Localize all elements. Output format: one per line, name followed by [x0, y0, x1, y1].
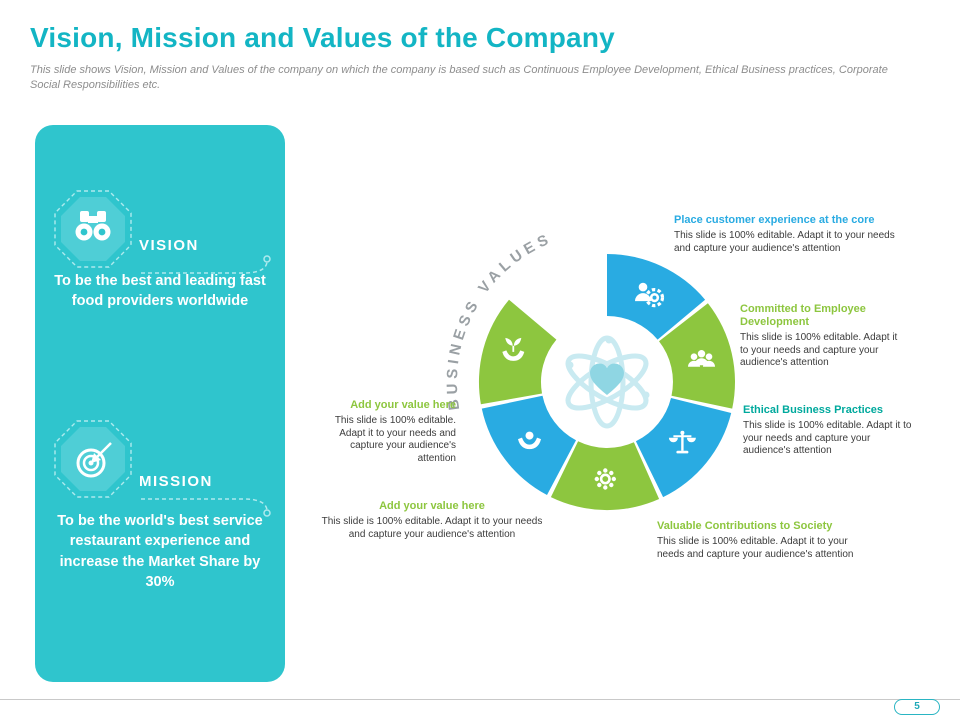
target-arrow-icon [54, 420, 132, 498]
atom-heart-icon [565, 335, 650, 429]
value-heading: Valuable Contributions to Society [657, 520, 833, 532]
value-body: This slide is 100% editable. Adapt it to… [334, 415, 456, 464]
value-body: This slide is 100% editable. Adapt it to… [674, 230, 895, 254]
business-values-wheel: BUSINESS VALUES [444, 230, 736, 511]
value-body: This slide is 100% editable. Adapt it to… [657, 536, 854, 560]
binoculars-icon [54, 190, 132, 268]
mission-dashed-connector [141, 498, 271, 517]
value-label-ethical-practices: Ethical Business Practices This slide is… [743, 404, 917, 458]
value-label-customer-experience: Place customer experience at the core Th… [674, 214, 900, 255]
segment-add-value-2 [478, 299, 557, 405]
vision-statement: To be the best and leading fast food pro… [54, 273, 266, 310]
value-heading: Add your value here [350, 399, 456, 411]
page-title: Vision, Mission and Values of the Compan… [30, 22, 615, 53]
page-subtitle: This slide shows Vision, Mission and Val… [30, 64, 888, 91]
page-number-badge: 5 [894, 699, 940, 715]
balance-scale-icon [668, 430, 696, 454]
hands-holding-icon [518, 431, 541, 450]
value-heading: Add your value here [379, 500, 485, 512]
value-heading: Ethical Business Practices [743, 404, 884, 416]
gear-flower-icon [594, 468, 616, 490]
hands-plant-icon [502, 337, 525, 361]
value-body: This slide is 100% editable. Adapt it to… [743, 420, 912, 457]
value-label-employee-development: Committed to Employee Development This s… [740, 303, 908, 370]
vision-dashed-connector [141, 255, 271, 274]
vision-label: VISION [139, 237, 199, 254]
mission-statement: To be the world's best service restauran… [57, 513, 263, 590]
value-label-society-contributions: Valuable Contributions to Society This s… [657, 520, 857, 561]
customer-gear-icon [635, 282, 665, 308]
vision-mission-panel: VISION To be the best and leading fast f… [35, 125, 285, 682]
value-label-add-value-bottom: Add your value here This slide is 100% e… [318, 500, 546, 541]
value-heading: Place customer experience at the core [674, 214, 875, 226]
value-heading: Committed to Employee Development [740, 303, 866, 329]
value-body: This slide is 100% editable. Adapt it to… [321, 516, 543, 540]
mission-label: MISSION [139, 473, 213, 490]
value-body: This slide is 100% editable. Adapt it to… [740, 332, 898, 369]
footer-divider [0, 699, 960, 700]
team-icon [688, 350, 715, 367]
value-label-add-value-left: Add your value here This slide is 100% e… [330, 399, 456, 465]
